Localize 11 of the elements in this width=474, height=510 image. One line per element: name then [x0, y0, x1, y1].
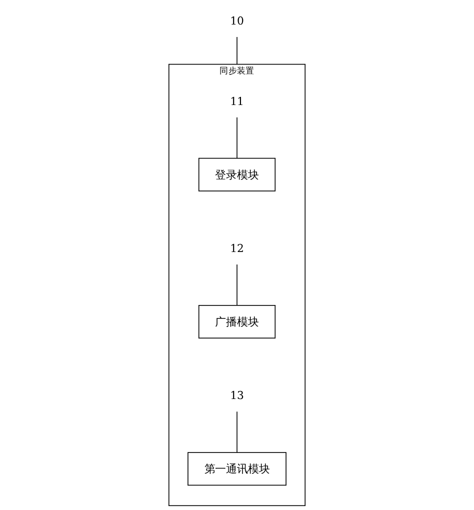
- connector: [236, 411, 238, 453]
- connector: [236, 264, 238, 306]
- node-text: 13: [230, 388, 244, 402]
- node-box: 登录模块: [198, 158, 276, 192]
- node-box: 广播模块: [198, 305, 276, 338]
- connector: [236, 117, 238, 159]
- node-text: 11: [230, 94, 244, 108]
- node-text: 12: [230, 242, 244, 255]
- node-box: 第一通讯模块: [188, 452, 286, 486]
- node-text: 10: [230, 14, 244, 28]
- connector: [236, 36, 238, 65]
